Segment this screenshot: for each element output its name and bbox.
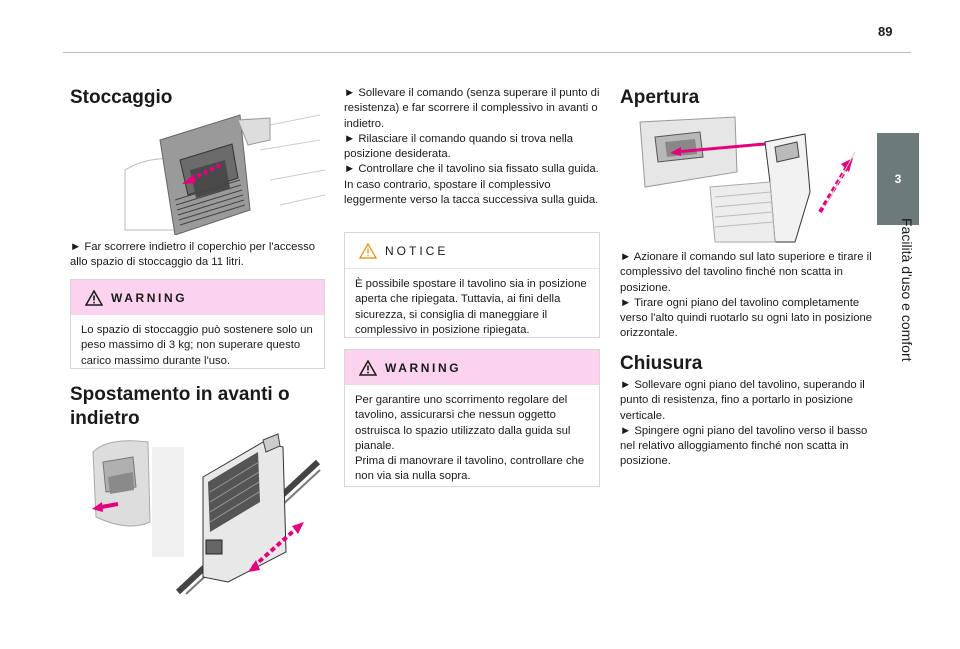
illustration-opening: [639, 116, 856, 243]
notice-triangle-icon: [359, 242, 377, 259]
warning-label: WARNING: [111, 290, 188, 305]
notice-label: NOTICE: [385, 243, 449, 258]
header-rule: [63, 52, 911, 53]
notice-box: NOTICE È possibile spostare il tavolino …: [344, 232, 600, 338]
warning-text: Per garantire uno scorrimento regolare d…: [355, 394, 585, 483]
notice-text: È possibile spostare il tavolino sia in …: [355, 278, 587, 336]
col3-para1: ► Azionare il comando sul lato superiore…: [620, 251, 873, 340]
heading-apertura: Apertura: [620, 87, 700, 108]
chapter-title: Facilità d'uso e comfort: [899, 218, 915, 362]
warning-header: WARNING: [345, 350, 599, 385]
heading-spostamento: Spostamento in avanti o indietro: [70, 384, 290, 429]
warning-triangle-icon: [85, 289, 103, 306]
chapter-tab[interactable]: 3: [877, 133, 919, 225]
heading-stoccaggio: Stoccaggio: [70, 87, 173, 108]
col2-para1: ► Sollevare il comando (senza superare i…: [344, 87, 600, 207]
illustration-storage: [120, 110, 325, 235]
warning-header: WARNING: [71, 280, 324, 315]
illustration-sliding: [92, 433, 321, 595]
page-number: 89: [878, 24, 893, 39]
warning-box-1: WARNING Lo spazio di stoccaggio può sost…: [70, 279, 325, 369]
warning-text: Lo spazio di stoccaggio può sostenere so…: [81, 324, 313, 367]
col1-para1: ► Far scorrere indietro il coperchio per…: [70, 241, 316, 269]
warning-box-2: WARNING Per garantire uno scorrimento re…: [344, 349, 600, 487]
warning-triangle-icon: [359, 359, 377, 376]
heading-chiusura: Chiusura: [620, 353, 703, 374]
warning-label: WARNING: [385, 360, 462, 375]
notice-header: NOTICE: [345, 233, 599, 269]
col3-para2: ► Sollevare ogni piano del tavolino, sup…: [620, 379, 868, 468]
